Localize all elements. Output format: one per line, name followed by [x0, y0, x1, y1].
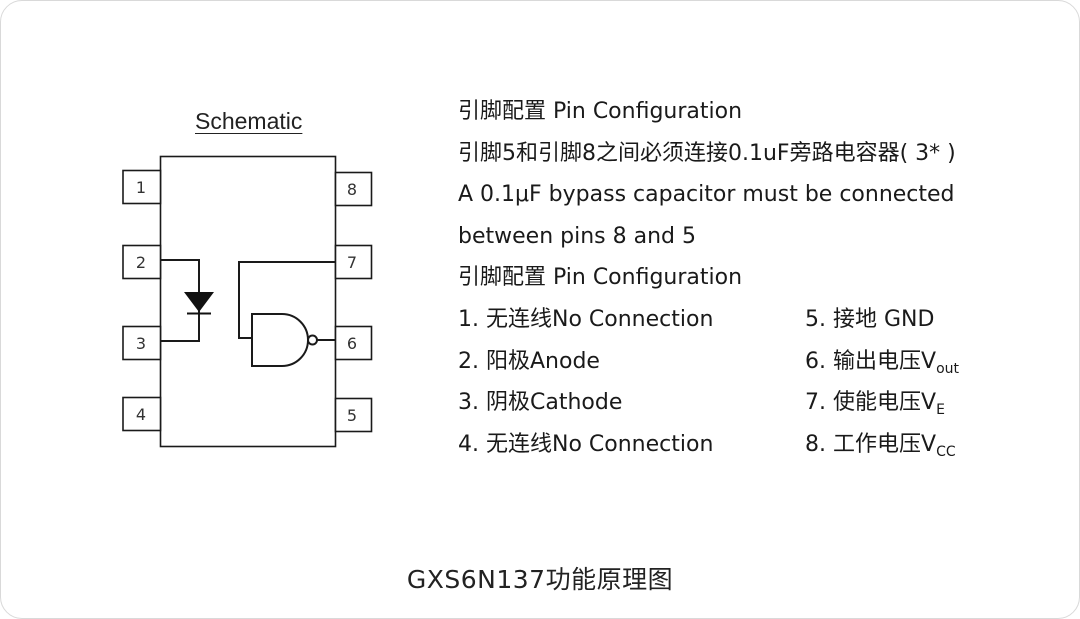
ic-body: [159, 155, 337, 448]
pin-6-box: [334, 325, 373, 361]
pin-item-text: 工作电压V: [833, 431, 937, 457]
pin-7-box: [334, 244, 373, 280]
nand-body: [251, 313, 309, 367]
pin-item-8: 8. 工作电压VCC: [805, 424, 956, 466]
pin-2-box: [122, 244, 162, 280]
pin-7: 7: [334, 244, 373, 280]
pin-1-label: 1: [136, 178, 146, 197]
pin-item-text: 阴极Cathode: [486, 390, 623, 415]
pin-item-num: 7.: [805, 390, 826, 415]
pin-item-2: 2. 阳极Anode: [458, 341, 600, 383]
pin-item-text: 使能电压V: [833, 390, 937, 415]
pin-item-5: 5. 接地 GND: [805, 299, 934, 341]
pin-item-text: 接地 GND: [833, 307, 935, 332]
pin-item-num: 2.: [458, 348, 479, 374]
pin-1-box: [122, 169, 162, 205]
pin-8: 8: [334, 171, 373, 207]
pin-item-text: 无连线No Connection: [486, 307, 714, 332]
nand-bubble: [307, 334, 318, 346]
pin-item-num: 1.: [458, 307, 479, 332]
notes-heading: 引脚配置 Pin Configuration: [458, 99, 743, 124]
pin-8-box: [334, 171, 373, 207]
enable-wire: [238, 261, 336, 339]
pin-7-label: 7: [347, 253, 357, 272]
pin-item-subscript: E: [936, 402, 945, 418]
pin-item-subscript: CC: [936, 443, 956, 460]
pin-5: 5: [334, 397, 373, 433]
notes-en-line1: A 0.1μF bypass capacitor must be connect…: [458, 182, 955, 207]
diode-triangle: [184, 292, 214, 312]
pin-item-6: 6. 输出电压Vout: [805, 341, 959, 383]
pin-item-3: 3. 阴极Cathode: [458, 382, 622, 424]
pin-item-7: 7. 使能电压VE: [805, 382, 945, 424]
pin-1: 1: [122, 169, 162, 205]
pin-item-num: 8.: [805, 431, 826, 457]
pin-8-label: 8: [347, 180, 357, 199]
pin-3: 3: [122, 325, 162, 361]
pin-item-num: 6.: [805, 348, 826, 374]
pin-item-subscript: out: [936, 360, 959, 377]
pin-4-box: [122, 396, 162, 432]
notes-block: 引脚配置 Pin Configuration 引脚5和引脚8之间必须连接0.1u…: [458, 91, 956, 299]
notes-cn: 引脚5和引脚8之间必须连接0.1uF旁路电容器( 3* ): [458, 140, 956, 166]
photodiode: [160, 259, 214, 342]
pin-4-label: 4: [136, 405, 146, 424]
notes-en-line2: between pins 8 and 5: [458, 223, 696, 249]
figure-caption: GXS6N137功能原理图: [406, 565, 674, 594]
pin-item-num: 3.: [458, 390, 479, 415]
pin-5-box: [334, 397, 373, 433]
pin-4: 4: [122, 396, 162, 432]
pin-3-box: [122, 325, 162, 361]
pin-item-4: 4. 无连线No Connection: [458, 424, 713, 466]
pin-item-text: 无连线No Connection: [486, 431, 714, 457]
pin-2: 2: [122, 244, 162, 280]
pin-item-num: 4.: [458, 431, 479, 457]
pin-config-heading: 引脚配置 Pin Configuration: [458, 265, 743, 290]
pin-3-label: 3: [136, 334, 146, 353]
pin-6: 6: [334, 325, 373, 361]
pin-6-label: 6: [347, 334, 357, 353]
pin-item-text: 阳极Anode: [486, 348, 600, 374]
schematic-title: Schematic: [195, 108, 303, 134]
pin-item-1: 1. 无连线No Connection: [458, 299, 713, 341]
pin-item-text: 输出电压V: [833, 348, 937, 374]
pin-item-num: 5.: [805, 307, 826, 332]
nand-gate: [238, 261, 336, 367]
pin-5-label: 5: [347, 406, 357, 425]
pin-2-label: 2: [136, 253, 146, 272]
